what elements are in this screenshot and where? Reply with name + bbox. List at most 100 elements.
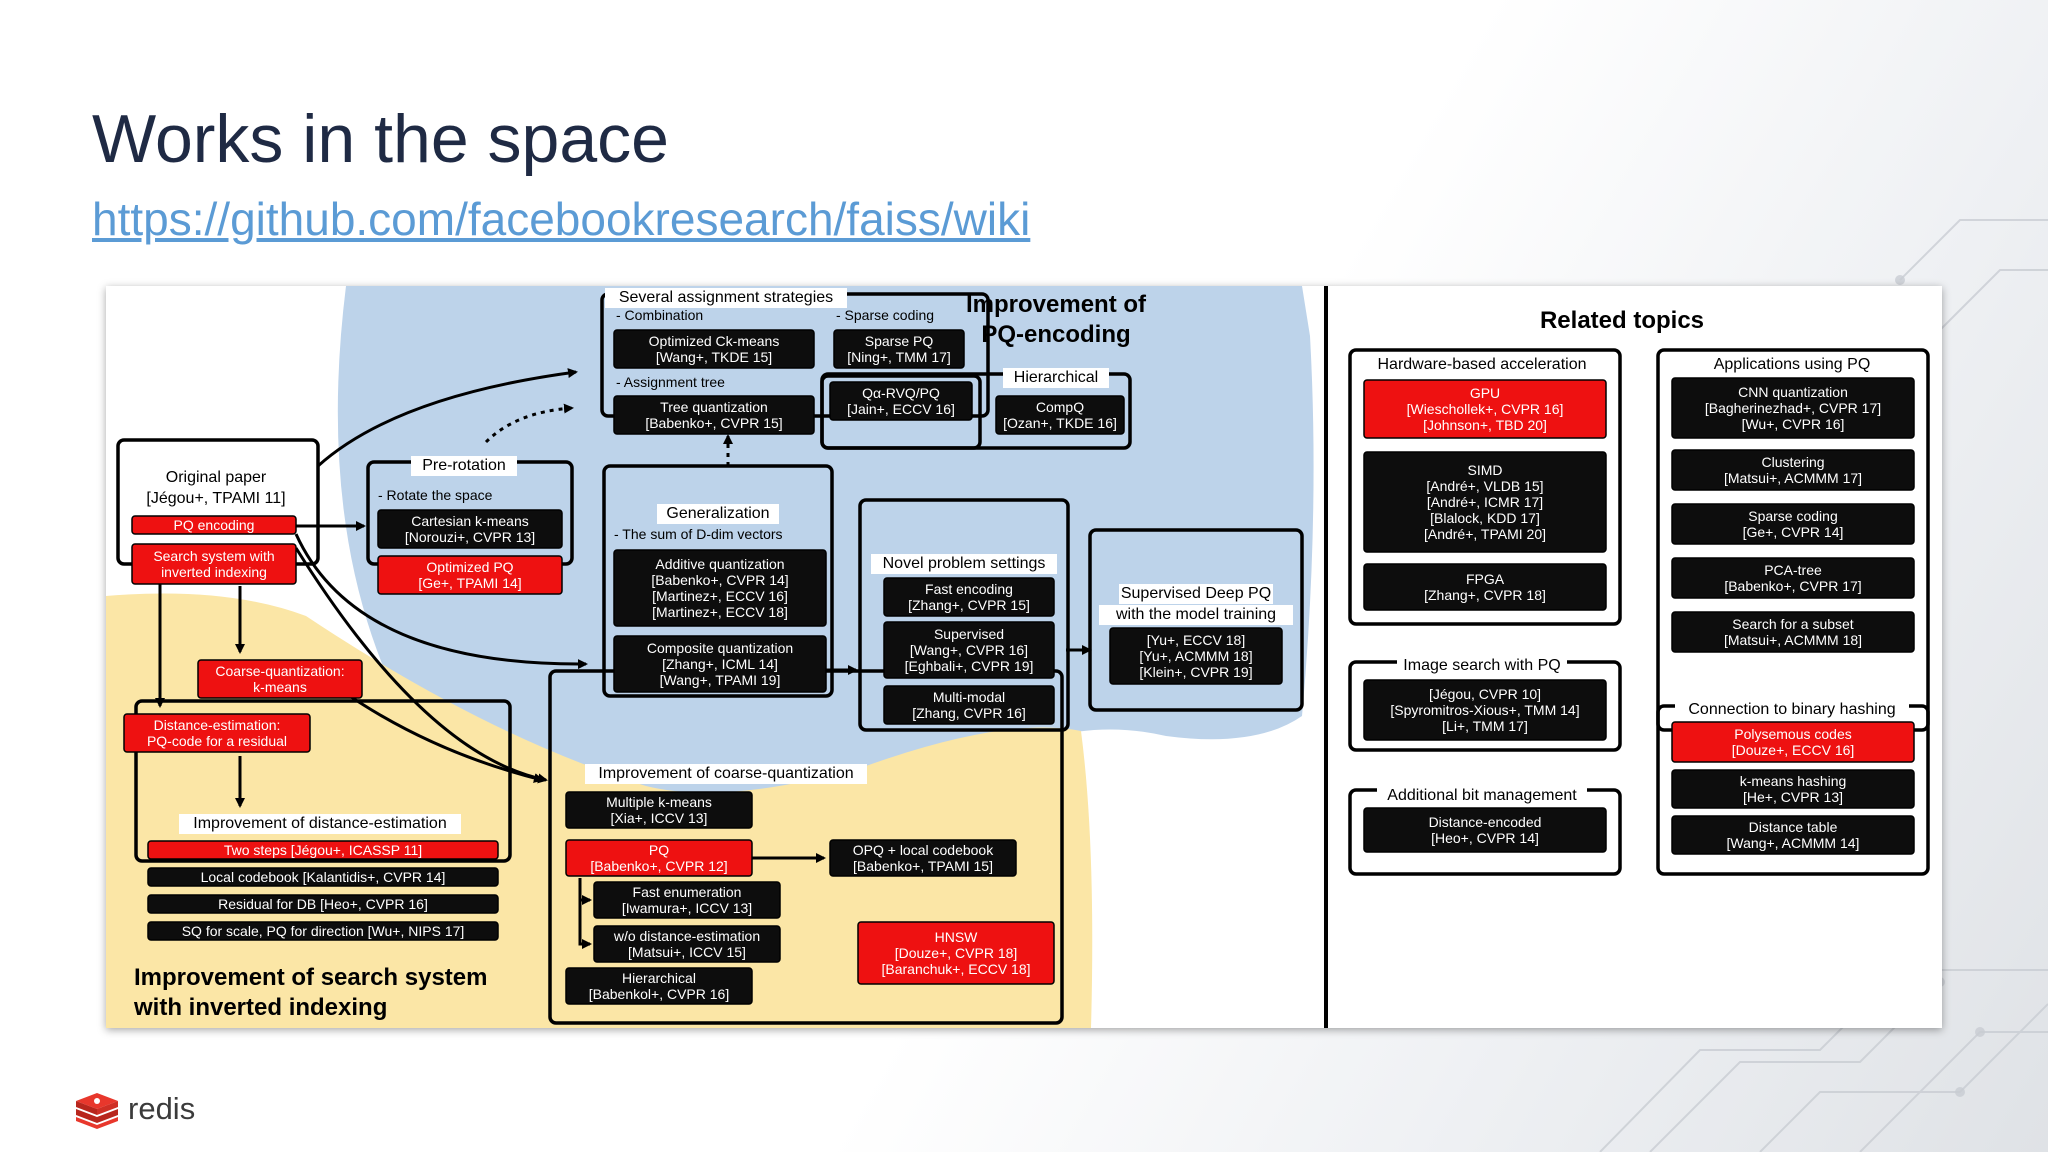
box-pq-red: PQ[Babenko+, CVPR 12] — [565, 839, 753, 877]
box-simd-line-1: [André+, VLDB 15] — [1426, 478, 1543, 494]
pq-research-diagram: Optimized Ck-means[Wang+, TKDE 15] Sparse… — [106, 286, 1942, 1028]
box-dist-table: Distance table[Wang+, ACMMM 14] — [1671, 815, 1915, 855]
frame-qa-rvq — [820, 374, 982, 450]
group-label-bitmgmt: Additional bit management — [1387, 787, 1577, 804]
box-residual-db: Residual for DB [Heo+, CVPR 16] — [147, 894, 499, 914]
box-multimodal-line-1: [Zhang, CVPR 16] — [912, 705, 1026, 721]
box-dist-table-line-1: [Wang+, ACMMM 14] — [1727, 835, 1860, 851]
box-simd-line-0: SIMD — [1468, 462, 1503, 478]
group-label-bitmgmt-bg — [1377, 786, 1587, 806]
frame-sdpq — [1088, 528, 1304, 712]
box-ock-line-0: Optimized Ck-means — [649, 333, 780, 349]
group-label-hw: Hardware-based acceleration — [1378, 356, 1587, 373]
box-local-cb-line-0: Local codebook [Kalantidis+, CVPR 14] — [201, 869, 446, 885]
box-kmeans-hash: k-means hashing[He+, CVPR 13] — [1671, 769, 1915, 809]
box-ock: Optimized Ck-means[Wang+, TKDE 15] — [613, 329, 815, 369]
group-label-rotate: - Rotate the space — [378, 487, 493, 503]
box-wo-dist-line-1: [Matsui+, ICCV 15] — [628, 944, 746, 960]
group-label-supervised-deep: Supervised Deep PQ — [1121, 585, 1271, 602]
box-sparse-pq-line-1: [Ning+, TMM 17] — [847, 349, 951, 365]
box-supervised-line-1: [Wang+, CVPR 16] — [910, 642, 1028, 658]
slide-title: Works in the space — [92, 101, 670, 177]
box-additive: Additive quantization[Babenko+, CVPR 14]… — [613, 549, 827, 627]
arrow-2 — [294, 533, 588, 670]
box-ock-line-1: [Wang+, TKDE 15] — [656, 349, 772, 365]
box-clustering-line-0: Clustering — [1761, 454, 1824, 470]
box-multi-kmeans: Multiple k-means[Xia+, ICCV 13] — [565, 791, 753, 829]
box-local-cb: Local codebook [Kalantidis+, CVPR 14] — [147, 867, 499, 887]
group-label-sum: - The sum of D-dim vectors — [614, 526, 783, 542]
box-pca-tree: PCA-tree[Babenko+, CVPR 17] — [1671, 557, 1915, 599]
box-imgsearch-box-line-1: [Spyromitros-Xious+, TMM 14] — [1390, 702, 1579, 718]
box-opq-line-1: [Ge+, TPAMI 14] — [418, 575, 521, 591]
group-label-original-ref-bg — [139, 489, 293, 509]
box-hnsw-line-2: [Baranchuk+, ECCV 18] — [881, 961, 1030, 977]
box-kmeans-hash-line-0: k-means hashing — [1740, 773, 1847, 789]
box-compq-line-0: CompQ — [1036, 399, 1084, 415]
box-pq-encoding: PQ encoding — [131, 515, 297, 535]
box-coarse-kmeans-line-0: Coarse-quantization: — [215, 663, 344, 679]
box-tree-q: Tree quantization[Babenko+, CVPR 15] — [613, 395, 815, 435]
box-imgsearch-box-line-2: [Li+, TMM 17] — [1442, 718, 1528, 734]
box-subset: Search for a subset[Matsui+, ACMMM 18] — [1671, 611, 1915, 653]
group-label-coarse-improve-bg — [585, 764, 867, 784]
group-label-apps-bg — [1703, 355, 1881, 375]
group-label-novel: Novel problem settings — [883, 555, 1046, 572]
region-title-related: Related topics — [1540, 307, 1704, 334]
box-additive-line-1: [Babenko+, CVPR 14] — [651, 572, 788, 588]
group-label-original-bg — [155, 468, 277, 488]
box-sdpq-line-1: [Yu+, ACMMM 18] — [1139, 648, 1252, 664]
box-hier-babenko: Hierarchical[Babenkol+, CVPR 16] — [565, 967, 753, 1005]
box-multimodal: Multi-modal[Zhang, CVPR 16] — [883, 685, 1055, 725]
box-sdpq: [Yu+, ECCV 18][Yu+, ACMMM 18][Klein+, CV… — [1109, 627, 1283, 685]
box-hier-babenko-line-0: Hierarchical — [622, 970, 696, 986]
box-cart-kmeans: Cartesian k-means[Norouzi+, CVPR 13] — [377, 509, 563, 549]
box-multimodal-line-0: Multi-modal — [933, 689, 1005, 705]
frame-dist-improve — [134, 699, 512, 863]
box-polysemous: Polysemous codes[Douze+, ECCV 16] — [1671, 721, 1915, 763]
group-label-prerotation-bg — [411, 456, 517, 476]
box-imgsearch-box: [Jégou, CVPR 10][Spyromitros-Xious+, TMM… — [1363, 679, 1607, 741]
region-title-search-2: with inverted indexing — [133, 994, 387, 1021]
arrow-0 — [316, 368, 578, 468]
group-label-original: Original paper — [166, 469, 267, 486]
box-clustering: Clustering[Matsui+, ACMMM 17] — [1671, 449, 1915, 491]
box-simd-line-2: [André+, ICMR 17] — [1427, 494, 1543, 510]
box-sq-scale: SQ for scale, PQ for direction [Wu+, NIP… — [147, 921, 499, 941]
box-dist-encoded: Distance-encoded[Heo+, CVPR 14] — [1363, 807, 1607, 853]
box-search-inv-line-0: Search system with — [153, 548, 274, 564]
box-pca-tree-line-1: [Babenko+, CVPR 17] — [1724, 578, 1861, 594]
group-label-sparse-coding: - Sparse coding — [836, 307, 934, 323]
box-cart-kmeans-line-0: Cartesian k-means — [411, 513, 529, 529]
box-sparse-cod-line-0: Sparse coding — [1748, 508, 1838, 524]
box-sparse-cod-line-1: [Ge+, CVPR 14] — [1743, 524, 1844, 540]
box-wo-dist-line-0: w/o distance-estimation — [613, 928, 760, 944]
box-supervised: Supervised[Wang+, CVPR 16][Eghbali+, CVP… — [883, 621, 1055, 679]
logo-wordmark: redis — [128, 1091, 196, 1126]
box-simd-line-3: [Blalock, KDD 17] — [1430, 510, 1540, 526]
box-composite-line-1: [Zhang+, ICML 14] — [662, 656, 778, 672]
box-multi-kmeans-line-1: [Xia+, ICCV 13] — [611, 810, 708, 826]
box-sparse-pq: Sparse PQ[Ning+, TMM 17] — [833, 329, 965, 369]
wiki-link[interactable]: https://github.com/facebookresearch/fais… — [92, 193, 1031, 245]
box-dist-encoded-line-1: [Heo+, CVPR 14] — [1431, 830, 1539, 846]
box-two-steps: Two steps [Jégou+, ICASSP 11] — [147, 840, 499, 860]
box-kmeans-hash-line-1: [He+, CVPR 13] — [1743, 789, 1843, 805]
box-dist-est: Distance-estimation:PQ-code for a residu… — [123, 713, 311, 753]
box-compq: CompQ[Ozan+, TKDE 16] — [995, 395, 1125, 435]
box-gpu-line-1: [Wieschollek+, CVPR 16] — [1407, 401, 1564, 417]
box-fast-enc: Fast encoding[Zhang+, CVPR 15] — [883, 577, 1055, 617]
box-cart-kmeans-line-1: [Norouzi+, CVPR 13] — [405, 529, 535, 545]
box-opq-local: OPQ + local codebook[Babenko+, TPAMI 15] — [829, 839, 1017, 877]
group-label-model-training-bg — [1099, 605, 1293, 625]
box-subset-line-1: [Matsui+, ACMMM 18] — [1724, 632, 1862, 648]
box-dist-est-line-1: PQ-code for a residual — [147, 733, 287, 749]
frame-hw — [1348, 348, 1622, 626]
group-label-assignment-bg — [605, 288, 847, 308]
box-clustering-line-1: [Matsui+, ACMMM 17] — [1724, 470, 1862, 486]
box-pq-red-line-0: PQ — [649, 842, 669, 858]
box-opq: Optimized PQ[Ge+, TPAMI 14] — [377, 555, 563, 595]
redis-logo: redis — [74, 1086, 195, 1132]
group-label-original-ref: [Jégou+, TPAMI 11] — [146, 490, 285, 507]
group-label-generalization-bg — [657, 504, 779, 524]
